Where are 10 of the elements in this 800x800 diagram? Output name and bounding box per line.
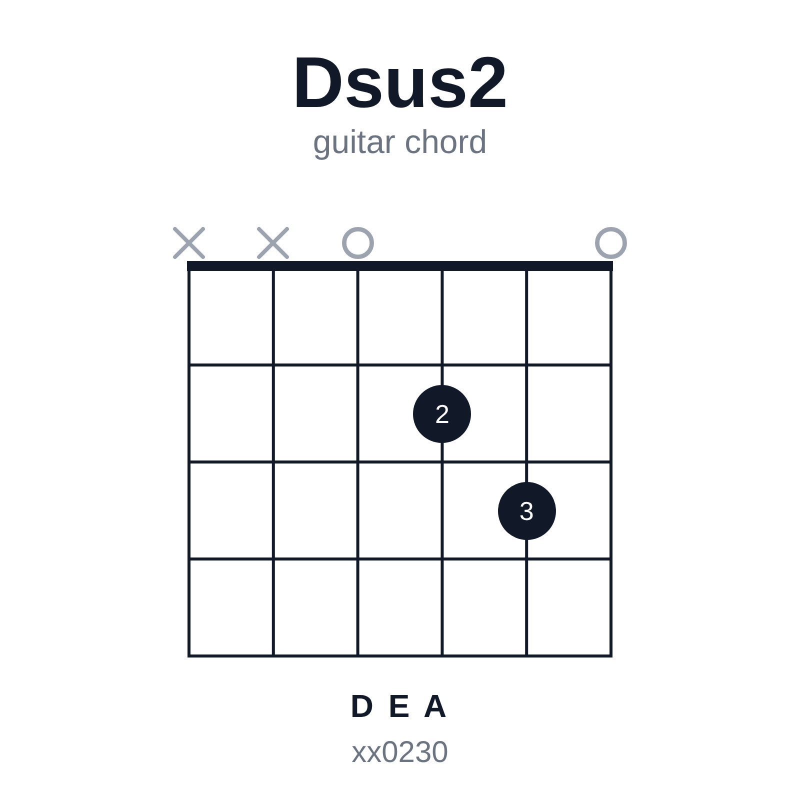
- finger-dot: 3: [498, 482, 556, 540]
- note-names: D E A: [350, 690, 450, 722]
- finger-dot: 2: [413, 384, 472, 442]
- cross-icon: [173, 227, 205, 259]
- cross-icon: [257, 227, 290, 259]
- chord-title: Dsus2: [292, 47, 508, 119]
- fingering-code: xx0230: [352, 738, 448, 768]
- chord-subtitle: guitar chord: [312, 125, 488, 158]
- ring-icon: [595, 227, 627, 259]
- ring-icon: [342, 227, 374, 259]
